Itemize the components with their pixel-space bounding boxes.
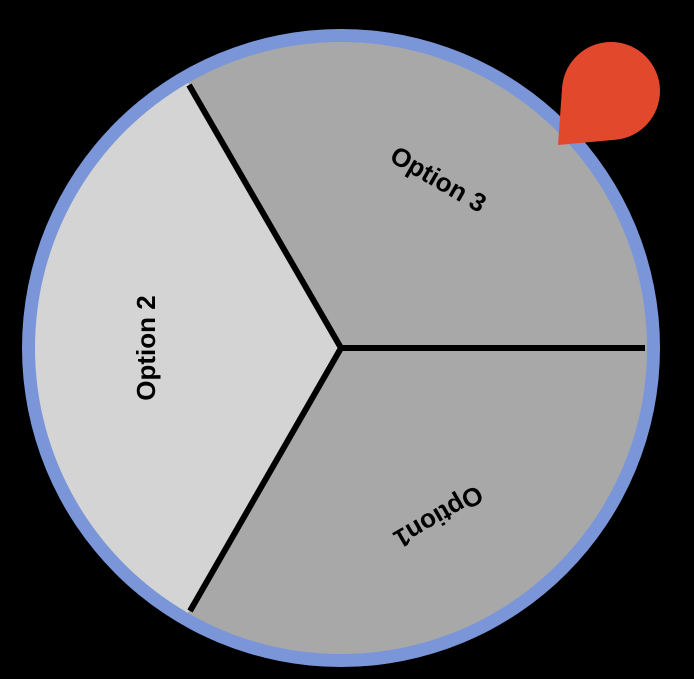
wheel[interactable]: Option 3 Option 2 Option1	[35, 42, 647, 654]
pointer-icon	[558, 42, 660, 145]
segment-divider-upper-left	[186, 83, 344, 350]
wheel-segment-option-3[interactable]	[188, 42, 647, 349]
wheel-segment-option-1[interactable]	[188, 348, 647, 654]
segment-label-option-2: Option 2	[131, 295, 161, 400]
segment-divider-lower-left	[187, 346, 344, 613]
wheel-segment-option-2[interactable]	[35, 83, 341, 613]
